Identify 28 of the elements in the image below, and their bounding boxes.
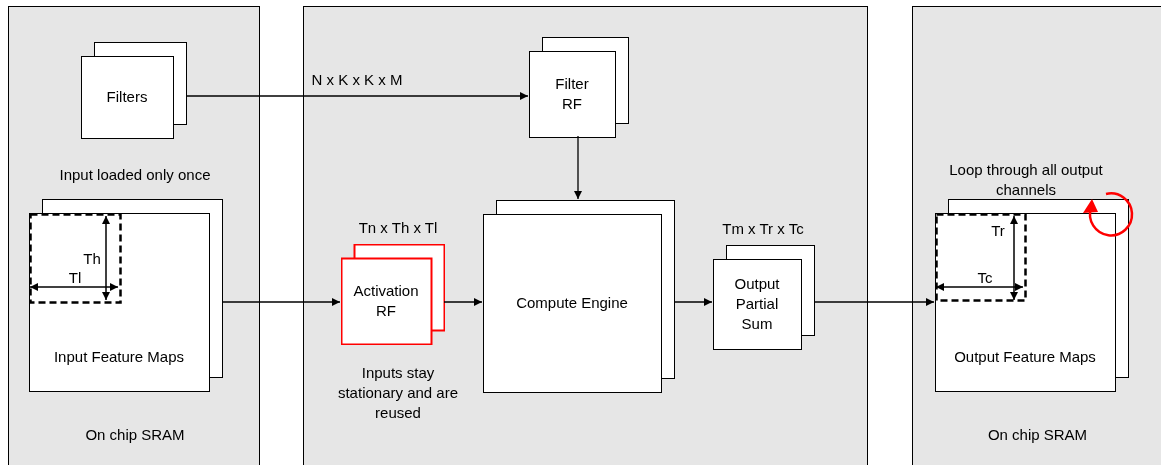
annotation: Loop through all output channels (948, 160, 1104, 200)
dimension-label: Tl (67, 268, 83, 288)
arrow (574, 135, 582, 200)
dimension-label: Tc (976, 268, 994, 288)
box-label: Compute Engine (515, 293, 629, 313)
panel-label: On chip SRAM (986, 425, 1089, 445)
box-label: Output Feature Maps (953, 347, 1097, 367)
panel (912, 6, 1161, 465)
panel (303, 6, 868, 465)
box-label: Filters (105, 87, 149, 107)
arrow (185, 92, 529, 100)
edge-label: N x K x K x M (310, 70, 404, 90)
arrow (221, 298, 341, 306)
arrow (813, 298, 935, 306)
box-label: Filter RF (554, 74, 590, 114)
dimension-label: Th (82, 249, 102, 269)
arrow (443, 298, 483, 306)
annotation: Tm x Tr x Tc (721, 219, 805, 239)
box-label: Output Partial Sum (733, 274, 781, 334)
note: Input loaded only once (58, 165, 212, 185)
panel-label: On chip SRAM (84, 425, 186, 445)
panel (8, 6, 260, 465)
box-label: Input Feature Maps (52, 347, 186, 367)
box-label: Activation RF (352, 281, 420, 321)
annotation: Inputs stay stationary and are reused (336, 363, 460, 423)
annotation: Tn x Th x Tl (357, 218, 439, 238)
arrow (673, 298, 713, 306)
dimension-label: Tr (990, 221, 1006, 241)
